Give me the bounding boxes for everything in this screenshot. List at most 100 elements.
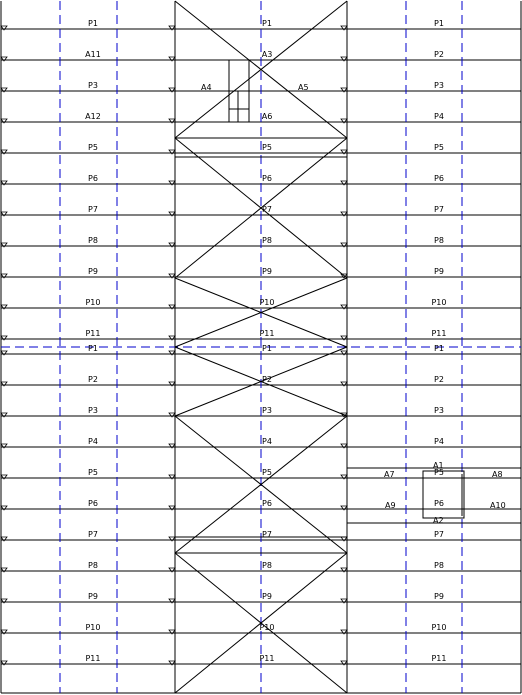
level-label-center: P8 bbox=[262, 561, 272, 570]
level-marker bbox=[340, 536, 348, 542]
level-label-left: P1 bbox=[88, 19, 98, 28]
level-marker bbox=[168, 118, 176, 124]
level-marker bbox=[168, 443, 176, 449]
level-label-right: P6 bbox=[434, 174, 444, 183]
level-label-right: P1 bbox=[434, 19, 444, 28]
room-label-a8: A8 bbox=[492, 470, 503, 479]
level-marker bbox=[340, 25, 348, 31]
level-label-center: P9 bbox=[262, 592, 272, 601]
level-label-right: P1 bbox=[434, 344, 444, 353]
level-marker bbox=[340, 180, 348, 186]
level-label-left: P7 bbox=[88, 205, 98, 214]
level-marker bbox=[340, 660, 348, 666]
level-label-center: P4 bbox=[262, 437, 272, 446]
level-marker bbox=[340, 567, 348, 573]
level-label-right: P8 bbox=[434, 236, 444, 245]
level-label-right: P9 bbox=[434, 592, 444, 601]
level-marker bbox=[168, 180, 176, 186]
elevator-box bbox=[422, 470, 465, 519]
brace-line bbox=[174, 552, 348, 694]
level-label-right: P4 bbox=[434, 112, 444, 121]
level-marker bbox=[340, 350, 348, 356]
level-marker bbox=[0, 273, 8, 279]
level-marker bbox=[0, 350, 8, 356]
level-marker bbox=[0, 242, 8, 248]
level-marker bbox=[0, 505, 8, 511]
level-label-right: P2 bbox=[434, 375, 444, 384]
room-label-a5: A5 bbox=[298, 83, 309, 92]
level-marker bbox=[340, 629, 348, 635]
level-marker bbox=[168, 25, 176, 31]
level-marker bbox=[340, 149, 348, 155]
level-marker bbox=[0, 474, 8, 480]
level-marker bbox=[168, 350, 176, 356]
room-label-a9: A9 bbox=[385, 501, 396, 510]
level-label-center: P1 bbox=[262, 19, 272, 28]
level-marker bbox=[0, 629, 8, 635]
level-label-right: P11 bbox=[431, 654, 446, 663]
level-marker bbox=[0, 567, 8, 573]
level-label-left: A11 bbox=[85, 50, 101, 59]
level-label-left: P3 bbox=[88, 406, 98, 415]
level-label-center: P5 bbox=[262, 143, 272, 152]
brace-line bbox=[174, 0, 348, 139]
level-label-left: P6 bbox=[88, 174, 98, 183]
level-label-right: P5 bbox=[434, 143, 444, 152]
level-marker bbox=[168, 273, 176, 279]
level-label-center: A3 bbox=[262, 50, 273, 59]
level-marker bbox=[168, 211, 176, 217]
level-label-left: A12 bbox=[85, 112, 101, 121]
level-marker bbox=[340, 335, 348, 341]
level-label-left: P11 bbox=[85, 654, 100, 663]
level-label-center: A6 bbox=[262, 112, 273, 121]
level-marker bbox=[0, 536, 8, 542]
brace-line bbox=[174, 277, 348, 348]
level-marker bbox=[168, 56, 176, 62]
level-label-right: P4 bbox=[434, 437, 444, 446]
level-marker bbox=[340, 381, 348, 387]
level-marker bbox=[0, 87, 8, 93]
level-markers bbox=[0, 25, 348, 666]
level-marker bbox=[168, 412, 176, 418]
level-marker bbox=[0, 335, 8, 341]
level-marker bbox=[168, 567, 176, 573]
level-label-center: P2 bbox=[262, 375, 272, 384]
level-label-center: P6 bbox=[262, 499, 272, 508]
level-marker bbox=[0, 443, 8, 449]
level-label-left: P8 bbox=[88, 561, 98, 570]
level-label-left: P10 bbox=[85, 623, 100, 632]
level-label-right: P5 bbox=[434, 468, 444, 477]
level-marker bbox=[168, 629, 176, 635]
level-marker bbox=[340, 273, 348, 279]
level-label-left: P6 bbox=[88, 499, 98, 508]
level-marker bbox=[340, 242, 348, 248]
room-label-a1: A1 bbox=[433, 461, 444, 470]
level-marker bbox=[0, 118, 8, 124]
level-label-center: P6 bbox=[262, 174, 272, 183]
level-marker bbox=[168, 381, 176, 387]
level-label-center: P11 bbox=[259, 654, 274, 663]
level-marker bbox=[168, 660, 176, 666]
level-label-center: P9 bbox=[262, 267, 272, 276]
level-label-left: P11 bbox=[85, 329, 100, 338]
level-marker bbox=[168, 304, 176, 310]
level-label-right: P10 bbox=[431, 623, 446, 632]
level-label-right: P11 bbox=[431, 329, 446, 338]
level-label-left: P3 bbox=[88, 81, 98, 90]
level-label-right: P2 bbox=[434, 50, 444, 59]
level-marker bbox=[168, 242, 176, 248]
level-label-left: P5 bbox=[88, 143, 98, 152]
level-marker bbox=[0, 381, 8, 387]
level-marker bbox=[340, 505, 348, 511]
level-label-center: P10 bbox=[259, 298, 274, 307]
level-marker bbox=[168, 335, 176, 341]
room-label-a10: A10 bbox=[490, 501, 506, 510]
level-label-left: P7 bbox=[88, 530, 98, 539]
level-label-center: P11 bbox=[259, 329, 274, 338]
level-marker bbox=[0, 211, 8, 217]
level-label-left: P1 bbox=[88, 344, 98, 353]
level-marker bbox=[168, 149, 176, 155]
room-label-a4: A4 bbox=[201, 83, 212, 92]
